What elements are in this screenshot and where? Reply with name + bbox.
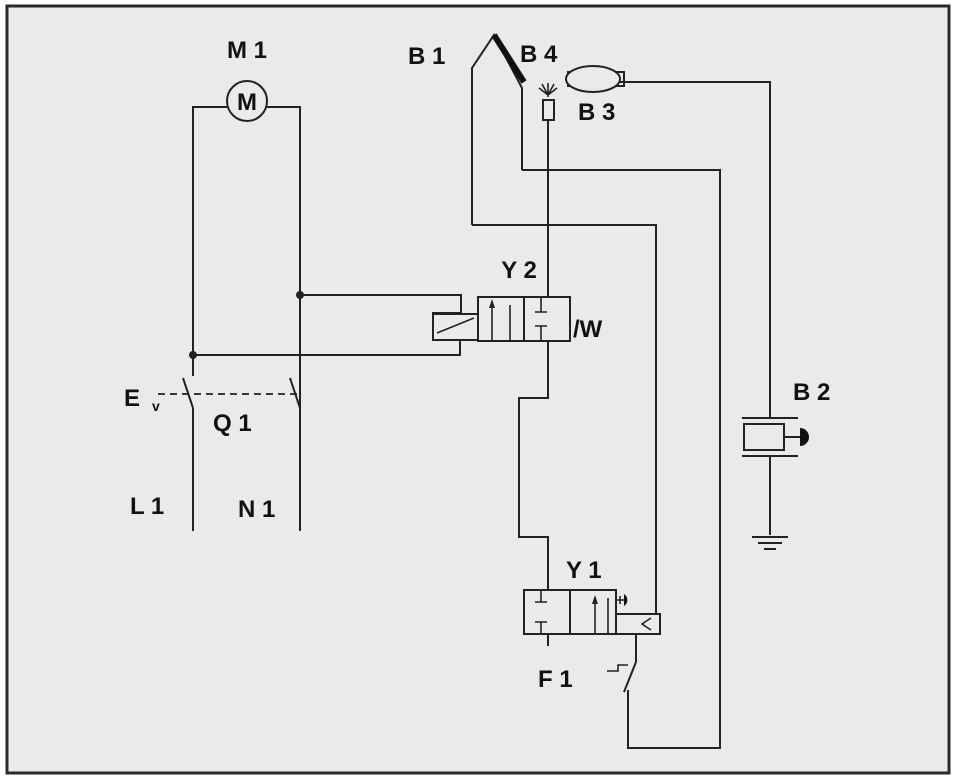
ground-icon bbox=[752, 536, 788, 550]
y2-coil-box bbox=[432, 313, 479, 341]
label-l1: L 1 bbox=[130, 493, 164, 520]
diagram-background bbox=[5, 4, 951, 775]
wire-motor-left bbox=[192, 106, 227, 355]
label-y2: Y 2 bbox=[501, 257, 537, 284]
label-f1: F 1 bbox=[538, 666, 573, 693]
motor-symbol bbox=[226, 80, 268, 122]
sensor-bulb bbox=[565, 65, 771, 418]
spark-icon bbox=[538, 83, 558, 97]
q1-right-blade bbox=[289, 377, 301, 409]
wire-b4-to-f1 bbox=[522, 169, 721, 749]
y1-actuator-triangle bbox=[640, 617, 652, 631]
label-ev-e: E bbox=[124, 385, 140, 412]
y1-push-knob bbox=[624, 594, 628, 606]
b2-knob bbox=[800, 428, 809, 446]
f1-actuator bbox=[607, 664, 628, 672]
y2-arrow-head bbox=[489, 299, 495, 308]
y1-block-b bbox=[569, 589, 617, 635]
y2-coil-slash bbox=[436, 317, 475, 334]
y1-arrow-head bbox=[592, 595, 598, 604]
junction-n bbox=[296, 291, 304, 299]
gas-valve-y1 bbox=[523, 589, 661, 635]
label-q1: Q 1 bbox=[213, 410, 252, 437]
b4-tip-thick bbox=[491, 33, 527, 84]
label-y1: Y 1 bbox=[566, 557, 602, 584]
motor-m1: M bbox=[192, 80, 301, 425]
bulb-body bbox=[565, 65, 621, 93]
label-w: /W bbox=[573, 316, 603, 343]
label-n1: N 1 bbox=[238, 496, 275, 523]
pressure-switch-b2 bbox=[742, 417, 809, 535]
y1-blocked-top bbox=[535, 590, 547, 603]
y1-push-button bbox=[616, 596, 624, 604]
y2-block-a bbox=[477, 296, 525, 342]
label-b1: B 1 bbox=[408, 43, 445, 70]
wire-motor-right bbox=[267, 106, 301, 425]
label-b4: B 4 bbox=[520, 41, 558, 68]
b2-body bbox=[743, 423, 785, 451]
y1-actuator-box bbox=[615, 613, 661, 635]
thermal-switch-f1 bbox=[607, 634, 637, 693]
y2-block-b bbox=[523, 296, 571, 342]
gas-line-y2-to-y1 bbox=[518, 341, 549, 590]
f1-blade bbox=[623, 661, 637, 693]
label-b3: B 3 bbox=[578, 99, 615, 126]
main-switch-q1 bbox=[158, 355, 301, 531]
label-b2: B 2 bbox=[793, 379, 830, 406]
q1-left-blade bbox=[182, 377, 194, 409]
label-ev-v: v bbox=[152, 398, 160, 414]
gas-valve-y2 bbox=[432, 296, 571, 342]
wire-bulb-to-b2 bbox=[620, 81, 771, 418]
y1-block-a bbox=[523, 589, 571, 635]
thermo-sensor-b1-b4 bbox=[471, 33, 721, 749]
motor-letter: M bbox=[237, 89, 257, 116]
electrode-b3 bbox=[542, 99, 555, 121]
y1-blocked-bottom bbox=[535, 621, 547, 634]
y2-blocked-top bbox=[535, 297, 547, 313]
label-m1: M 1 bbox=[227, 37, 267, 64]
wire-b1-to-y1 bbox=[472, 224, 657, 615]
y2-blocked-bottom bbox=[535, 325, 547, 341]
